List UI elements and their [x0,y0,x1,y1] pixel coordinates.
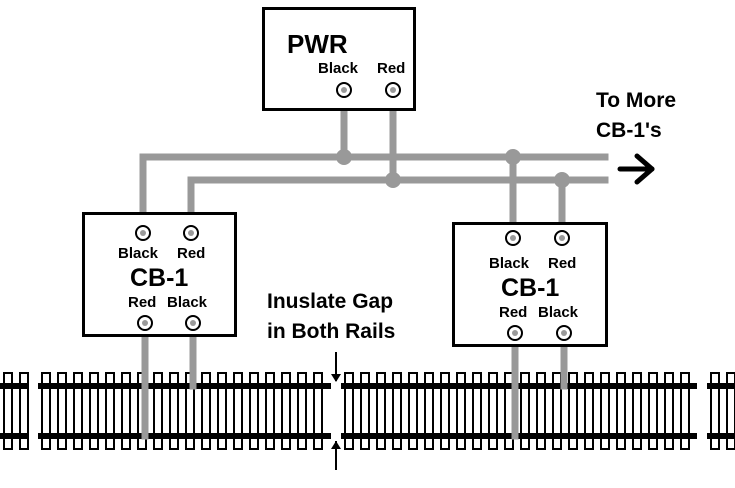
gap-marker-bottom [331,441,341,470]
railroad-tie [392,372,402,450]
railroad-tie [616,372,626,450]
cb1-left-top-red-label: Red [177,245,206,262]
junction-dot [385,172,401,188]
gap-note-line1: Inuslate Gap [267,290,394,313]
railroad-tie [488,372,498,450]
black-bus-wire [139,153,609,237]
railroad-tie [376,372,386,450]
railroad-tie [424,372,434,450]
railroad-tie [552,372,562,450]
railroad-tie [360,372,370,450]
railroad-tie [153,372,163,450]
railroad-tie [233,372,243,450]
pwr-terminal-black-label: Black [318,60,359,77]
railroad-tie [568,372,578,450]
junction-dot [505,149,521,165]
more-cb1-label-line2: CB-1's [596,119,662,142]
gap-note-line2: in Both Rails [267,320,396,343]
railroad-tie [217,372,227,450]
railroad-tie [600,372,610,450]
pwr-terminal-red-label: Red [377,60,406,77]
cb1-right-bottom-black-label: Black [538,304,579,321]
railroad-tie [472,372,482,450]
railroad-tie [249,372,259,450]
cb1-right-title: CB-1 [501,274,560,302]
cb1-left-bottom-red-label: Red [128,294,157,311]
railroad-tie [520,372,530,450]
junction-dot [554,172,570,188]
pwr-title: PWR [287,29,348,59]
railroad-tie [536,372,546,450]
cb1-right-top-black-label: Black [489,255,530,272]
cb1-left-top-black-label: Black [118,245,159,262]
cb1-left-box: Black Red CB-1 Red Black [82,212,237,337]
railroad-tie [41,372,51,450]
railroad-tie [3,372,13,450]
railroad-tie [456,372,466,450]
cb1-left-bottom-black-label: Black [167,294,208,311]
railroad-tie [584,372,594,450]
railroad-tie [265,372,275,450]
railroad-tie [408,372,418,450]
railroad-tie [648,372,658,450]
railroad-tie [297,372,307,450]
railroad-tie [169,372,179,450]
railroad-tie [440,372,450,450]
railroad-tie [313,372,323,450]
cb1-left-title: CB-1 [130,264,189,292]
railroad-tie [105,372,115,450]
cb1-right-bottom-red-label: Red [499,304,528,321]
more-cb1-label-line1: To More [596,89,677,112]
wire-junctions [336,149,570,188]
railroad-tie [19,372,29,450]
cb1-right-box: Black Red CB-1 Red Black [452,222,608,347]
railroad-tie [73,372,83,450]
railroad-tie [726,372,735,450]
railroad-tie [121,372,131,450]
railroad-tie [57,372,67,450]
railroad-tie [710,372,720,450]
railroad-tie [201,372,211,450]
railroad-tie [680,372,690,450]
railroad-tie [281,372,291,450]
railroad-tie [664,372,674,450]
railroad-tie [89,372,99,450]
pwr-box: PWR Black Red [262,7,416,111]
junction-dot [336,149,352,165]
railroad-tie [632,372,642,450]
cb1-right-top-red-label: Red [548,255,577,272]
right-arrow-icon [617,153,655,185]
gap-marker-top [331,352,341,382]
railroad-tie [344,372,354,450]
